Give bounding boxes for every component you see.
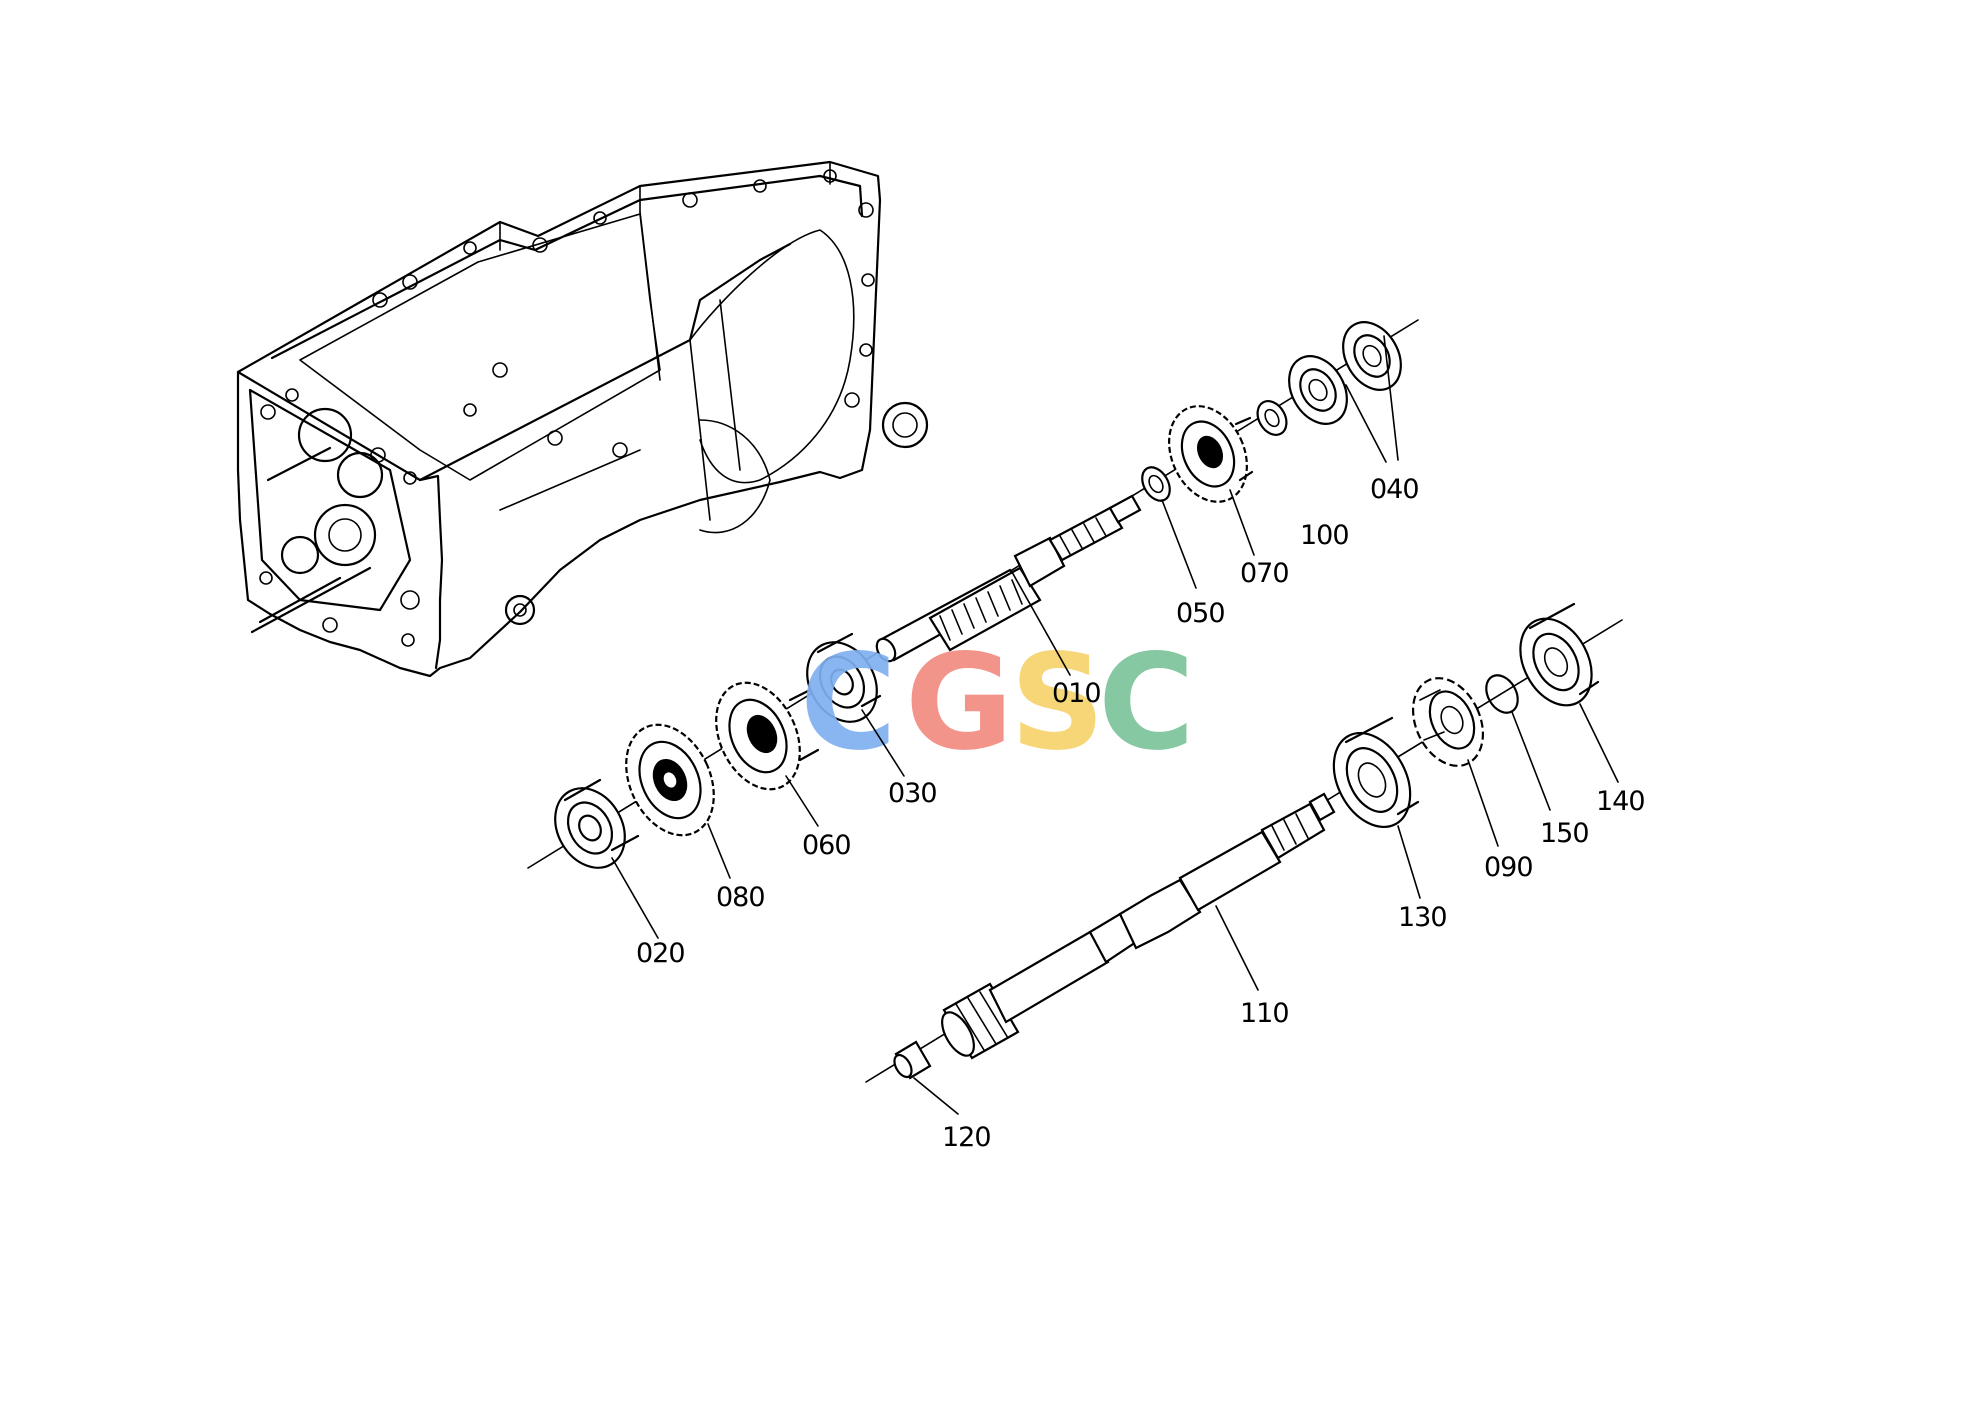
part-130-bearing bbox=[1332, 716, 1420, 829]
part-060-gear bbox=[715, 681, 820, 791]
label-part-150: 150 bbox=[1540, 818, 1589, 849]
part-010-shaft bbox=[875, 494, 1142, 663]
part-030-bearing bbox=[806, 632, 882, 723]
part-100-collar bbox=[1256, 400, 1288, 436]
label-part-040: 040 bbox=[1370, 474, 1419, 505]
label-part-080: 080 bbox=[716, 882, 765, 913]
watermark-letter-0: C bbox=[800, 626, 897, 780]
part-120-bushing bbox=[893, 1040, 932, 1080]
watermark-letter-1: G bbox=[905, 626, 1013, 780]
part-040-bearing-a bbox=[1288, 355, 1348, 425]
upper-shaft-assembly bbox=[527, 319, 1419, 869]
part-090-gear bbox=[1411, 677, 1485, 767]
label-part-100: 100 bbox=[1300, 520, 1349, 551]
label-part-090: 090 bbox=[1484, 852, 1533, 883]
transmission-case bbox=[236, 160, 929, 678]
part-020-bearing bbox=[554, 778, 640, 869]
part-110-shaft bbox=[941, 792, 1336, 1060]
part-labels: 010 020 030 040 050 060 070 080 090 100 … bbox=[636, 474, 1646, 1153]
label-part-070: 070 bbox=[1240, 558, 1289, 589]
label-part-030: 030 bbox=[888, 778, 937, 809]
part-080-gear bbox=[625, 723, 715, 837]
part-140-bearing bbox=[1519, 602, 1600, 707]
label-part-060: 060 bbox=[802, 830, 851, 861]
label-part-120: 120 bbox=[942, 1122, 991, 1153]
part-050-washer bbox=[1141, 466, 1171, 502]
label-part-020: 020 bbox=[636, 938, 685, 969]
part-070-gear bbox=[1168, 405, 1254, 503]
lower-shaft-assembly bbox=[865, 602, 1623, 1083]
label-part-130: 130 bbox=[1398, 902, 1447, 933]
label-part-140: 140 bbox=[1596, 786, 1645, 817]
label-part-010: 010 bbox=[1052, 678, 1101, 709]
watermark-logo: C G S C bbox=[800, 626, 1195, 780]
watermark-letter-3: C bbox=[1098, 626, 1195, 780]
leader-lines bbox=[611, 335, 1619, 1115]
label-part-050: 050 bbox=[1176, 598, 1225, 629]
label-part-110: 110 bbox=[1240, 998, 1289, 1029]
